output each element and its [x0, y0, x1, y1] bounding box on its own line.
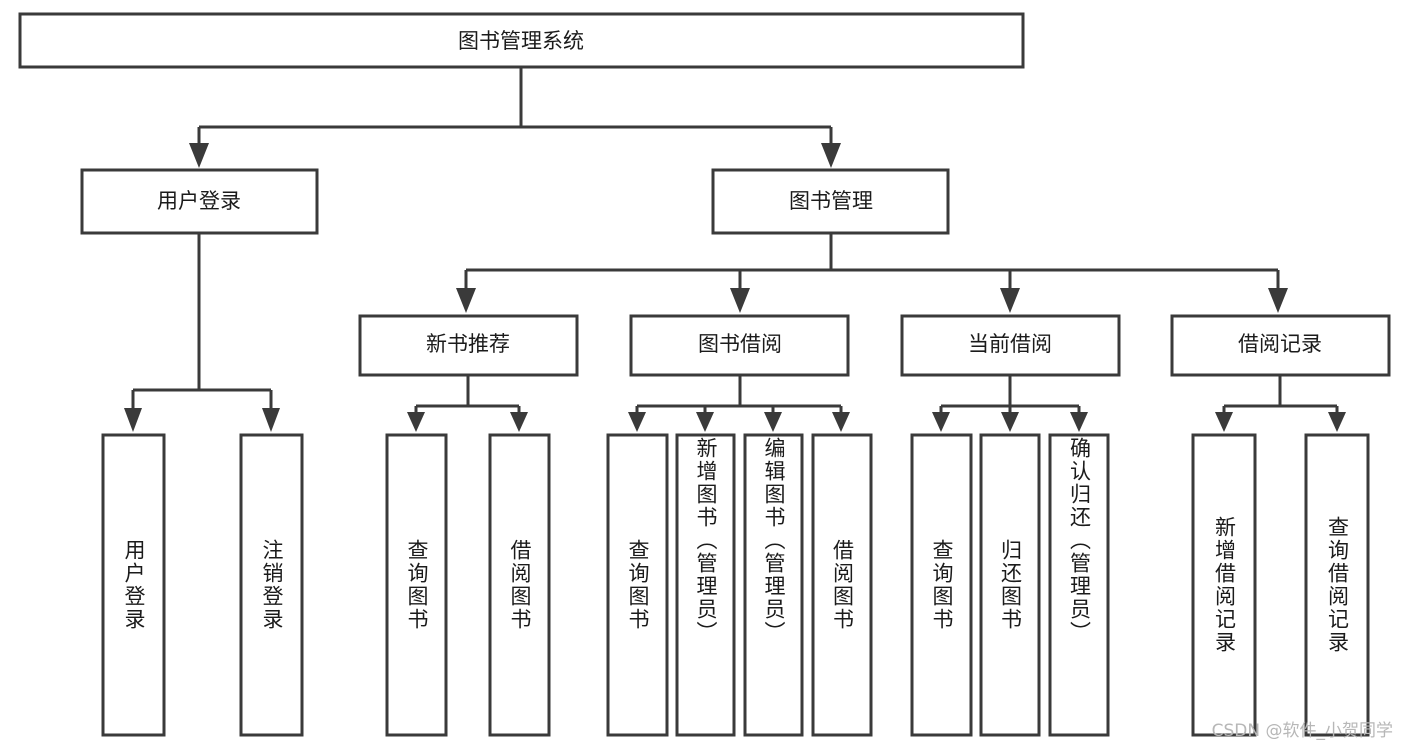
leaf-box-return-book[interactable]: [979, 433, 1041, 737]
arrow-icon: [1000, 288, 1020, 313]
arrow-icon: [730, 288, 750, 313]
node-label: 图书管理系统: [458, 29, 584, 53]
node-user-login[interactable]: 用户登录: [80, 168, 319, 235]
arrow-icon: [1268, 288, 1288, 313]
node-label: 借阅记录: [1238, 332, 1322, 356]
node-book-management[interactable]: 图书管理: [711, 168, 950, 235]
connector-root-to-level2: [189, 67, 841, 168]
connector-bookmgmt-to-level3: [456, 234, 1288, 313]
node-box: [18, 12, 1025, 69]
connector-record-to-leaves: [1215, 376, 1346, 432]
watermark-text: CSDN @软件_小贺同学: [1211, 721, 1393, 741]
node-box: [80, 168, 319, 235]
leaf-box-add-book[interactable]: [675, 433, 736, 737]
arrow-icon: [456, 288, 476, 313]
leaf-box-borrow-book-1[interactable]: [488, 433, 551, 737]
leaf-box-query-record[interactable]: [1304, 433, 1370, 737]
connector-borrow-to-leaves: [628, 376, 850, 432]
arrow-icon: [821, 143, 841, 168]
arrow-icon: [1070, 412, 1088, 432]
node-current-borrow[interactable]: 当前借阅: [900, 314, 1121, 377]
leaf-box-query-book-2[interactable]: [606, 433, 669, 737]
node-label: 新书推荐: [426, 332, 510, 356]
arrow-icon: [1215, 412, 1233, 432]
arrow-icon: [832, 412, 850, 432]
arrow-icon: [1328, 412, 1346, 432]
leaf-box-query-book-3[interactable]: [910, 433, 973, 737]
node-box: [900, 314, 1121, 377]
node-box: [1170, 314, 1391, 377]
leaf-box-add-record[interactable]: [1191, 433, 1257, 737]
arrow-icon: [189, 143, 209, 168]
connector-current-to-leaves: [932, 376, 1088, 432]
arrow-icon: [696, 412, 714, 432]
leaf-box-confirm-return[interactable]: [1048, 433, 1110, 737]
node-label: 图书管理: [789, 189, 873, 213]
leaf-box-user-login[interactable]: [101, 433, 166, 737]
leaf-box-borrow-book-2[interactable]: [811, 433, 873, 737]
node-box: [629, 314, 850, 377]
arrow-icon: [1001, 412, 1019, 432]
node-root-system[interactable]: 图书管理系统: [18, 12, 1025, 69]
arrow-icon: [407, 412, 425, 432]
arrow-icon: [628, 412, 646, 432]
node-label: 用户登录: [157, 189, 241, 213]
leaf-box-user-logout[interactable]: [239, 433, 304, 737]
leaf-box-edit-book[interactable]: [743, 433, 804, 737]
node-borrow-record[interactable]: 借阅记录: [1170, 314, 1391, 377]
connector-userlogin-to-leaves: [124, 234, 280, 432]
node-label: 图书借阅: [698, 332, 782, 356]
node-new-book-recommend[interactable]: 新书推荐: [358, 314, 579, 377]
arrow-icon: [262, 408, 280, 432]
node-box: [711, 168, 950, 235]
arrow-icon: [510, 412, 528, 432]
arrow-icon: [124, 408, 142, 432]
arrow-icon: [932, 412, 950, 432]
node-label: 当前借阅: [968, 332, 1052, 356]
node-box: [358, 314, 579, 377]
connector-newbook-to-leaves: [407, 376, 528, 432]
arrow-icon: [764, 412, 782, 432]
node-book-borrow[interactable]: 图书借阅: [629, 314, 850, 377]
leaf-box-query-book-1[interactable]: [385, 433, 448, 737]
